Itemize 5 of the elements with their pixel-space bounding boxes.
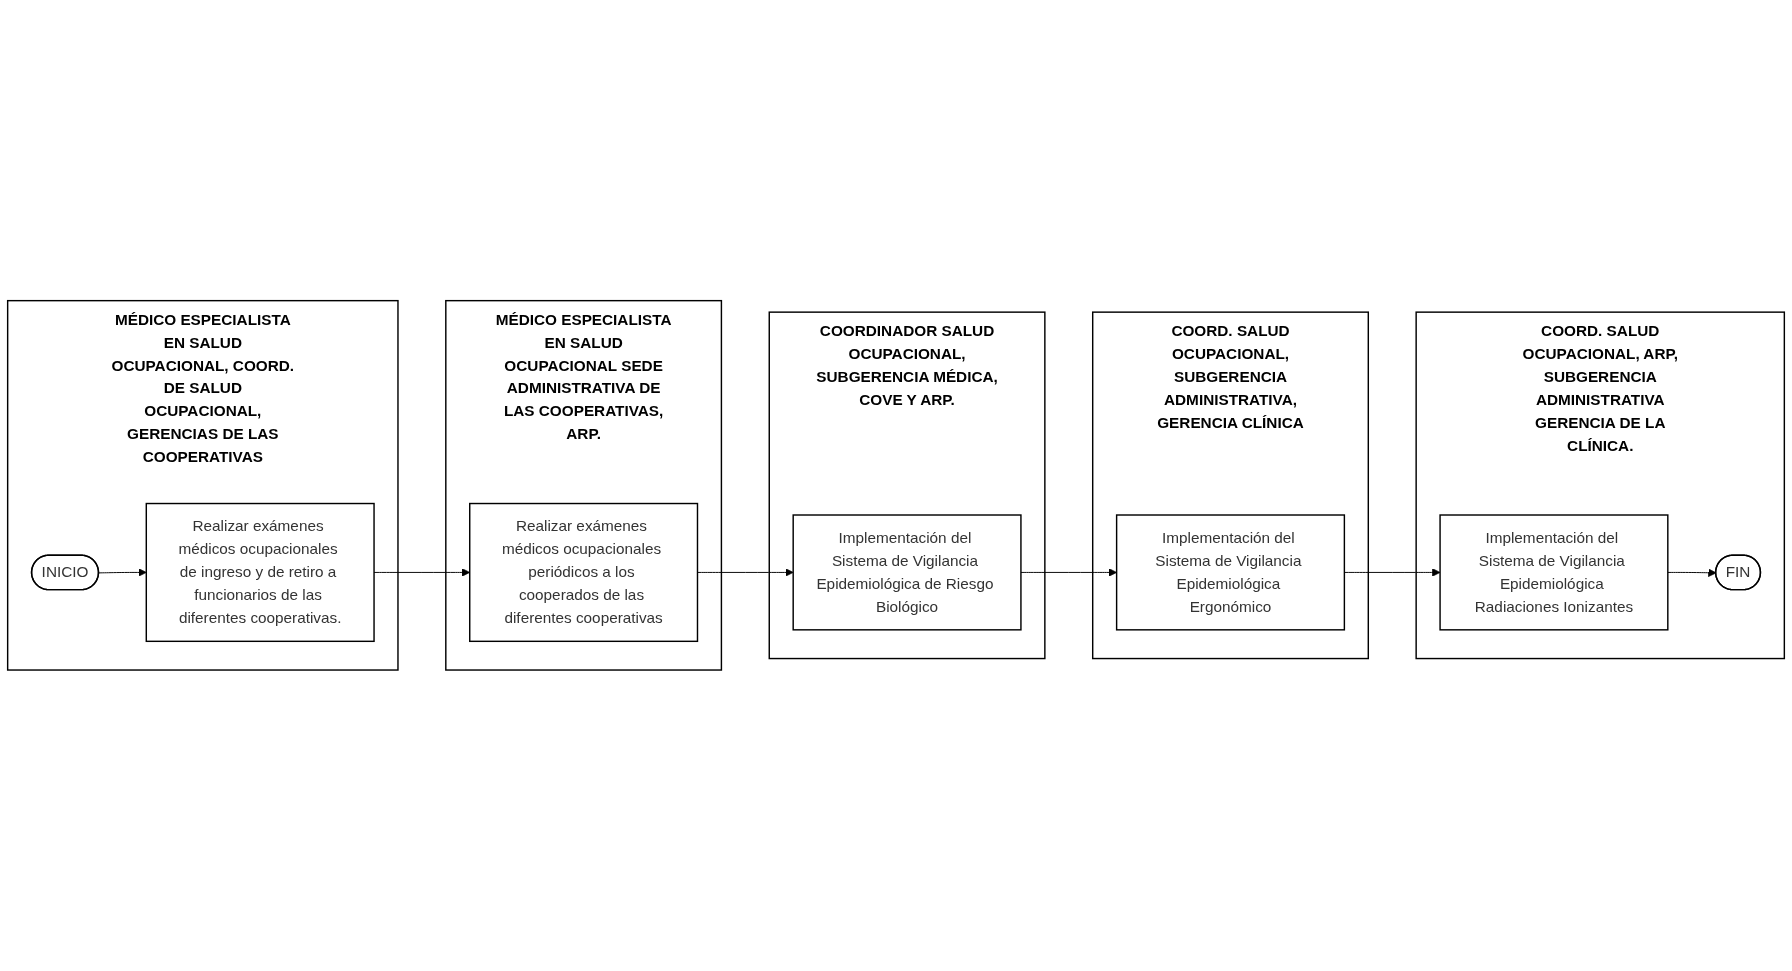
node-box: Implementación del Sistema de Vigilancia Epidemiológica Radiaciones Ionizantes xyxy=(1439,514,1669,631)
node-box: Realizar exámenes médicos ocupacionales periódicos a los cooperados de las diferentes cooperativas xyxy=(469,502,699,643)
node-box: Implementación del Sistema de Vigilancia Epidemiológica de Riesgo Biológico xyxy=(792,514,1022,631)
node-box: Implementación del Sistema de Vigilancia Epidemiológica Ergonómico xyxy=(1115,514,1346,631)
node-box: Realizar exámenes médicos ocupacionales de ingreso y de retiro a funcionarios de las diferentes cooperativas. xyxy=(145,502,375,643)
